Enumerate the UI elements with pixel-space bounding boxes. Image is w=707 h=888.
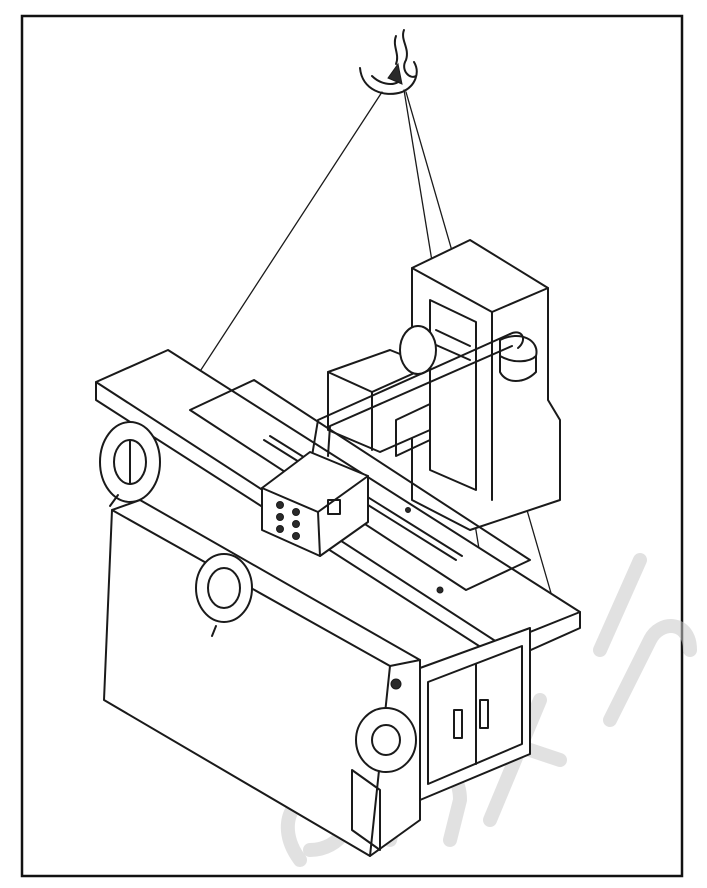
machine-column — [411, 239, 561, 531]
spindle-head — [327, 325, 437, 457]
figure-frame — [20, 14, 684, 878]
machine-base — [103, 499, 421, 857]
handwheel — [99, 421, 161, 507]
cabinet-doors — [419, 627, 531, 801]
control-box — [261, 451, 369, 557]
crane-hook-icon — [359, 29, 418, 95]
coolant-pipe — [311, 331, 525, 457]
